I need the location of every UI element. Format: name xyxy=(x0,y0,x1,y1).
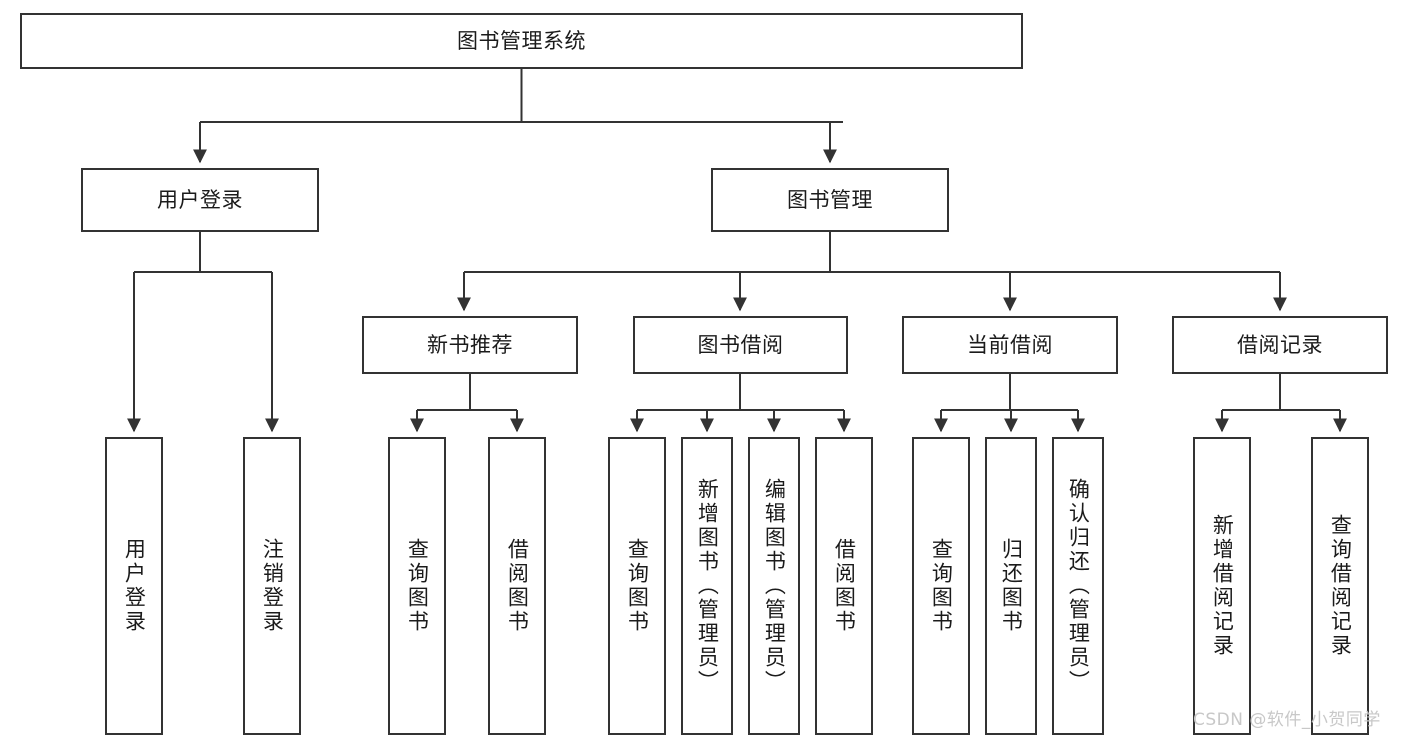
node-book-manage-label: 图书管理 xyxy=(787,187,873,212)
node-leaf-rec-borrow-book[interactable]: 借阅图书 xyxy=(488,437,546,735)
node-leaf-bb-add-book-label: 新增图书（管理员） xyxy=(695,478,720,694)
node-leaf-bb-borrow-book-label: 借阅图书 xyxy=(832,538,857,634)
node-user-login[interactable]: 用户登录 xyxy=(81,168,319,232)
node-current-borrow-label: 当前借阅 xyxy=(967,332,1053,357)
node-leaf-cb-confirm-return[interactable]: 确认归还（管理员） xyxy=(1052,437,1104,735)
node-leaf-bb-borrow-book[interactable]: 借阅图书 xyxy=(815,437,873,735)
node-leaf-bb-edit-book-label: 编辑图书（管理员） xyxy=(762,478,787,694)
node-borrow-record[interactable]: 借阅记录 xyxy=(1172,316,1388,374)
node-new-book-recommend[interactable]: 新书推荐 xyxy=(362,316,578,374)
node-leaf-user-logout[interactable]: 注销登录 xyxy=(243,437,301,735)
node-leaf-br-add-record[interactable]: 新增借阅记录 xyxy=(1193,437,1251,735)
node-leaf-bb-edit-book[interactable]: 编辑图书（管理员） xyxy=(748,437,800,735)
node-root-label: 图书管理系统 xyxy=(457,28,586,53)
node-book-borrow-label: 图书借阅 xyxy=(697,332,784,357)
node-book-borrow[interactable]: 图书借阅 xyxy=(633,316,848,374)
node-current-borrow[interactable]: 当前借阅 xyxy=(902,316,1118,374)
node-leaf-br-query-record[interactable]: 查询借阅记录 xyxy=(1311,437,1369,735)
node-leaf-bb-add-book[interactable]: 新增图书（管理员） xyxy=(681,437,733,735)
node-leaf-rec-query-book[interactable]: 查询图书 xyxy=(388,437,446,735)
node-leaf-cb-query-book-label: 查询图书 xyxy=(929,538,954,634)
node-leaf-rec-query-book-label: 查询图书 xyxy=(405,538,430,634)
node-borrow-record-label: 借阅记录 xyxy=(1237,332,1323,357)
node-leaf-cb-confirm-return-label: 确认归还（管理员） xyxy=(1066,478,1091,694)
node-leaf-cb-return-book-label: 归还图书 xyxy=(999,538,1024,634)
node-new-book-recommend-label: 新书推荐 xyxy=(427,332,513,357)
node-user-login-label: 用户登录 xyxy=(157,187,243,212)
node-leaf-user-login[interactable]: 用户登录 xyxy=(105,437,163,735)
node-leaf-br-query-record-label: 查询借阅记录 xyxy=(1328,514,1353,658)
node-leaf-user-login-label: 用户登录 xyxy=(122,538,147,634)
node-leaf-cb-query-book[interactable]: 查询图书 xyxy=(912,437,970,735)
node-leaf-user-logout-label: 注销登录 xyxy=(260,538,285,634)
node-book-manage[interactable]: 图书管理 xyxy=(711,168,949,232)
node-leaf-br-add-record-label: 新增借阅记录 xyxy=(1210,514,1235,658)
node-leaf-rec-borrow-book-label: 借阅图书 xyxy=(505,538,530,634)
node-root[interactable]: 图书管理系统 xyxy=(20,13,1023,69)
node-leaf-bb-query-book-label: 查询图书 xyxy=(625,538,650,634)
node-leaf-bb-query-book[interactable]: 查询图书 xyxy=(608,437,666,735)
node-leaf-cb-return-book[interactable]: 归还图书 xyxy=(985,437,1037,735)
